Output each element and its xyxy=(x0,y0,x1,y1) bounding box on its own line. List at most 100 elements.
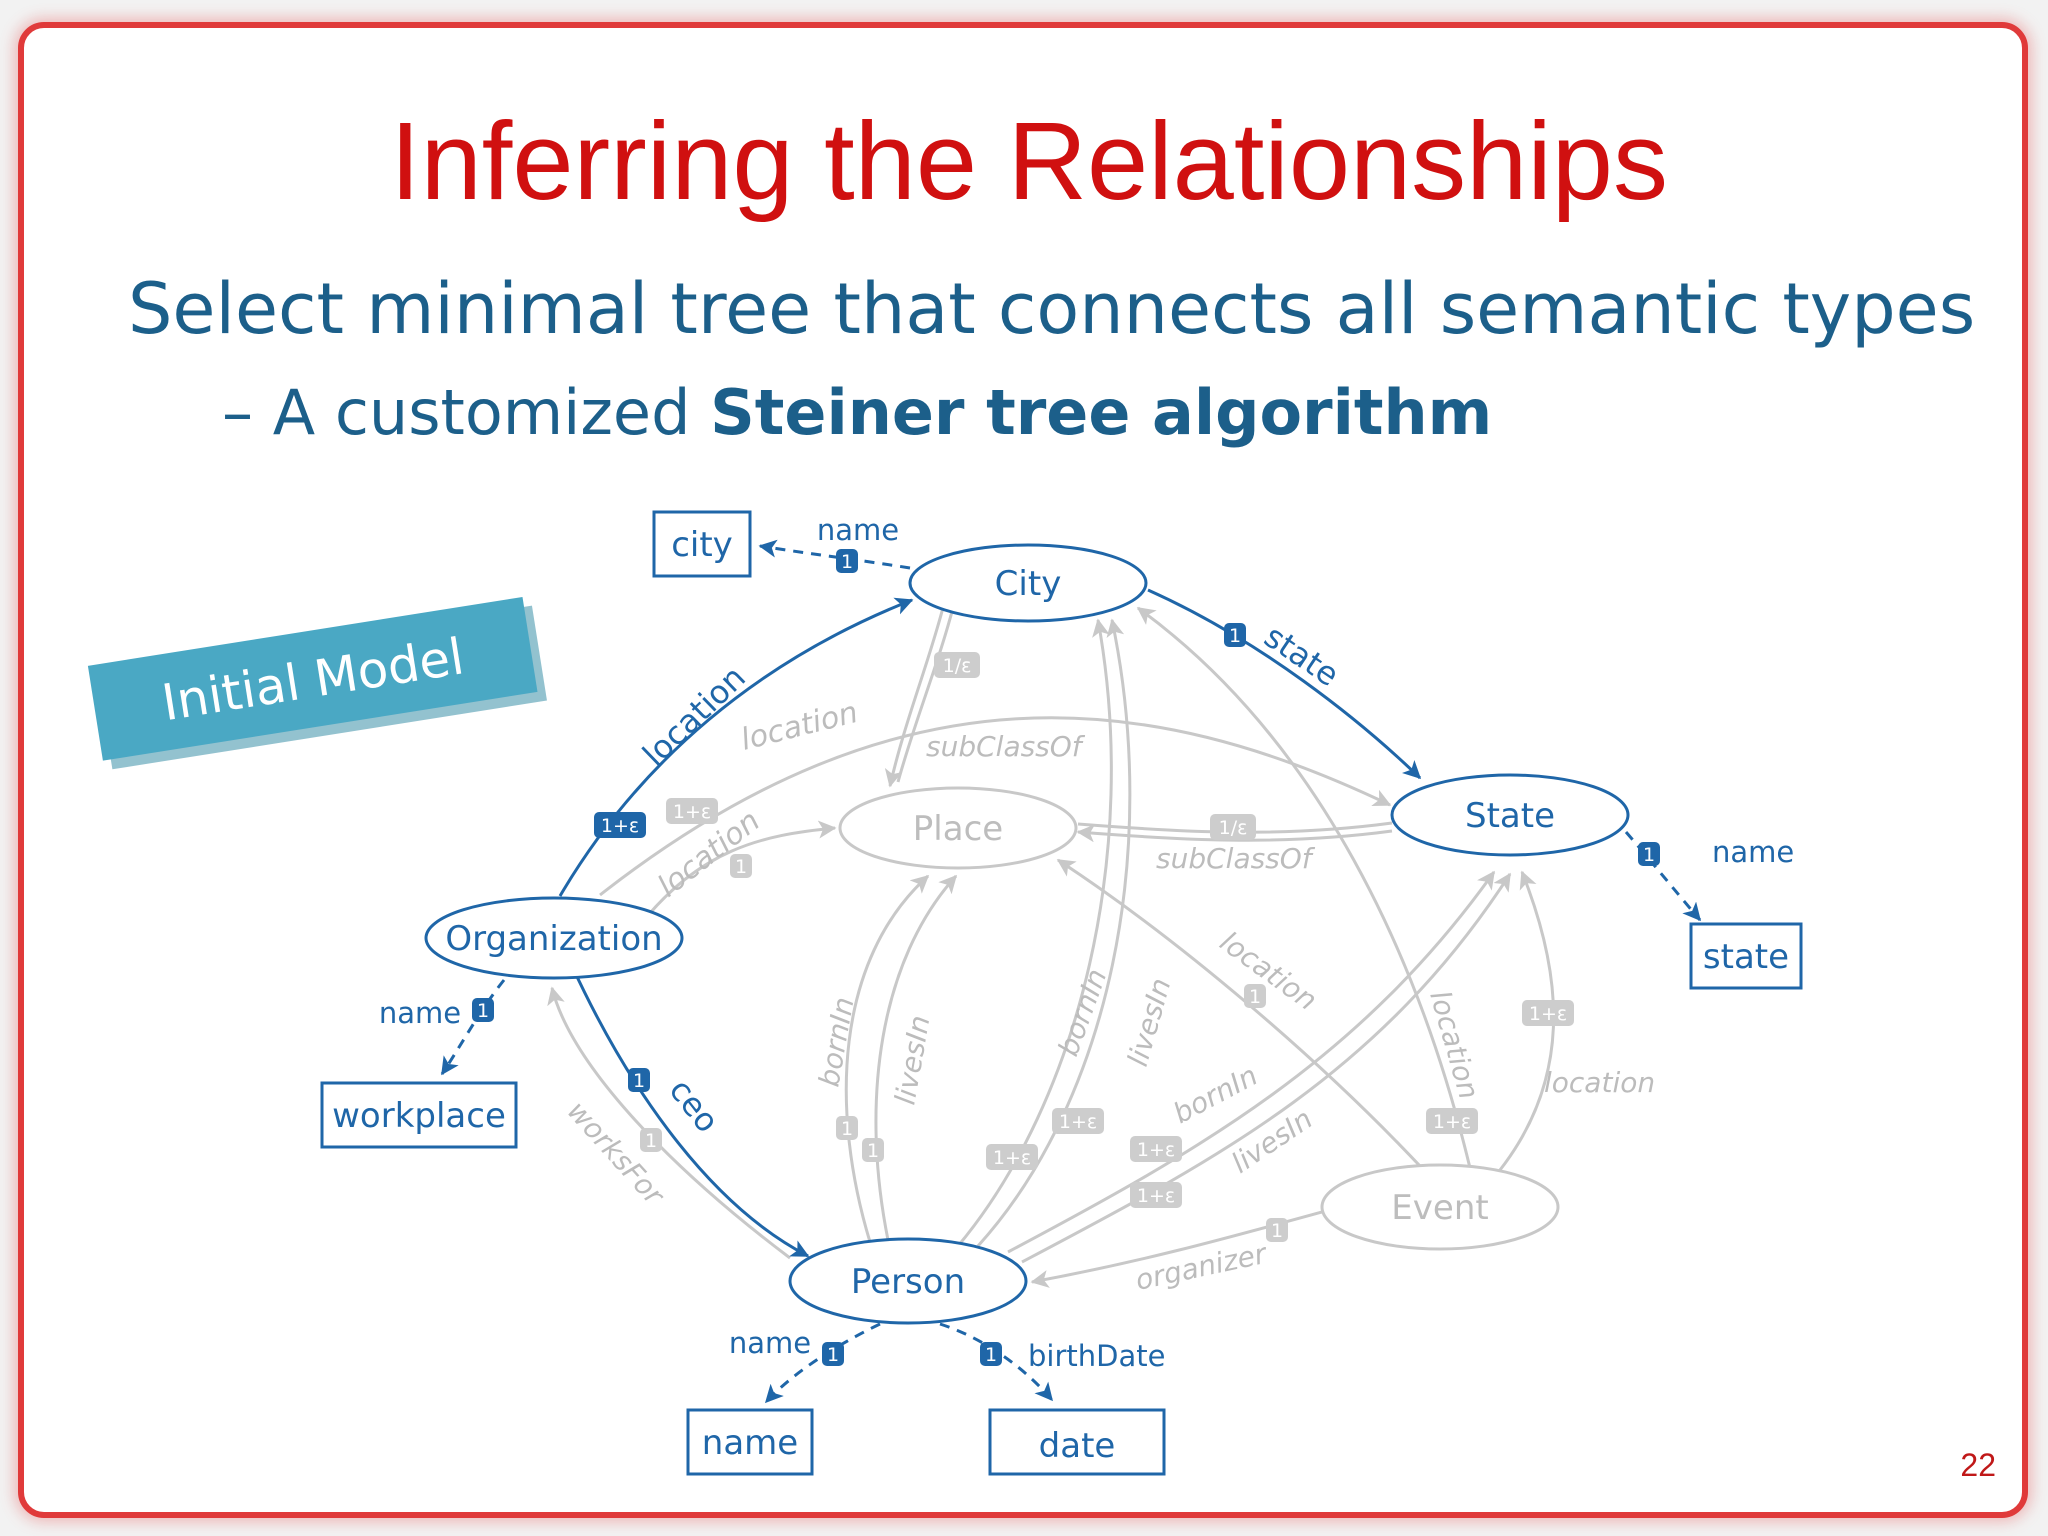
edge-city-name[interactable] xyxy=(758,539,911,570)
node-event[interactable]: Event xyxy=(1320,1163,1560,1251)
label-org-state-location: location xyxy=(737,695,861,758)
attribute-box-date[interactable]: date xyxy=(988,1408,1166,1476)
edge-person-name[interactable] xyxy=(764,1322,881,1404)
label-person-city-livesin: livesIn xyxy=(1121,974,1178,1070)
svg-text:1: 1 xyxy=(633,1070,645,1092)
weight-badge-org-city-location: 1+ε xyxy=(594,812,646,838)
edge-person-city-livesin xyxy=(976,618,1132,1248)
weight-badge-org-person-ceo: 1 xyxy=(628,1068,650,1092)
svg-text:1+ε: 1+ε xyxy=(1137,1185,1175,1207)
edge-event-city-location xyxy=(1136,606,1472,1169)
weight-badge-city-name: 1 xyxy=(836,549,858,573)
edge-person-state-livesin xyxy=(1021,872,1512,1264)
node-event-label: Event xyxy=(1391,1188,1488,1228)
svg-text:1: 1 xyxy=(477,1000,489,1022)
node-city-label: City xyxy=(995,564,1062,604)
node-state-label: State xyxy=(1465,796,1555,836)
svg-text:1: 1 xyxy=(645,1130,657,1152)
weight-badge-person-place-livesin: 1 xyxy=(862,1138,884,1162)
label-person-place-livesin: livesIn xyxy=(888,1013,936,1107)
svg-text:1/ε: 1/ε xyxy=(1219,817,1248,839)
node-person-label: Person xyxy=(851,1262,965,1302)
weight-badge-event-person-organizer: 1 xyxy=(1266,1218,1288,1242)
weight-badge-event-city-location: 1+ε xyxy=(1426,1108,1478,1134)
edge-city-state[interactable] xyxy=(1147,588,1422,780)
edge-person-birthdate[interactable] xyxy=(939,1322,1054,1402)
edge-org-state-location xyxy=(599,716,1392,897)
weight-badge-event-place-location: 1 xyxy=(1244,984,1266,1008)
label-person-state-bornin: bornIn xyxy=(1168,1059,1263,1130)
node-person[interactable]: Person xyxy=(788,1237,1028,1325)
svg-text:1: 1 xyxy=(1229,625,1241,647)
weight-badge-person-place-bornin: 1 xyxy=(836,1116,858,1140)
edge-org-name[interactable] xyxy=(440,979,506,1076)
svg-text:1: 1 xyxy=(1643,844,1655,866)
svg-text:1+ε: 1+ε xyxy=(601,815,639,837)
weight-badge-state-place-subclass: 1/ε xyxy=(1210,814,1256,840)
node-organization-label: Organization xyxy=(445,919,662,959)
edge-org-person-ceo[interactable] xyxy=(570,965,810,1258)
svg-text:1+ε: 1+ε xyxy=(1433,1111,1471,1133)
label-event-state-location: location xyxy=(1544,1066,1655,1099)
attribute-box-workplace[interactable]: workplace xyxy=(320,1081,518,1149)
weight-badge-org-place-location: 1 xyxy=(730,854,752,878)
attribute-box-name-label: name xyxy=(702,1423,798,1463)
weight-badge-person-state-livesin: 1+ε xyxy=(1130,1182,1182,1208)
edge-person-city-bornin xyxy=(956,618,1113,1247)
node-state[interactable]: State xyxy=(1390,773,1630,857)
edge-org-place-location xyxy=(638,820,837,926)
svg-text:1: 1 xyxy=(841,551,853,573)
attribute-box-workplace-label: workplace xyxy=(332,1096,506,1136)
slide: Inferring the Relationships Select minim… xyxy=(18,22,2028,1518)
svg-text:1+ε: 1+ε xyxy=(1059,1111,1097,1133)
weight-badge-state-name: 1 xyxy=(1638,842,1660,866)
svg-text:1: 1 xyxy=(1249,986,1261,1008)
svg-text:1/ε: 1/ε xyxy=(943,655,972,677)
edge-org-city-location[interactable] xyxy=(558,597,914,897)
page-number: 22 xyxy=(1960,1447,1996,1483)
edge-city-place-subclass-a xyxy=(896,599,957,783)
edge-person-place-bornin xyxy=(844,874,930,1243)
attribute-box-date-label: date xyxy=(1039,1426,1116,1466)
node-organization[interactable]: Organization xyxy=(424,896,684,980)
node-city[interactable]: City xyxy=(908,543,1148,623)
weight-badge-org-name: 1 xyxy=(472,998,494,1022)
attribute-box-name[interactable]: name xyxy=(686,1408,814,1476)
weight-badge-person-city-livesin: 1+ε xyxy=(1052,1108,1104,1134)
label-org-person-ceo: ceo xyxy=(662,1072,727,1140)
label-person-name: name xyxy=(729,1326,811,1360)
svg-text:1: 1 xyxy=(735,856,747,878)
svg-text:1: 1 xyxy=(867,1140,879,1162)
attribute-box-state[interactable]: state xyxy=(1689,922,1803,990)
bullet-main: Select minimal tree that connects all se… xyxy=(128,268,1975,350)
slide-title: Inferring the Relationships xyxy=(390,100,1668,223)
svg-text:1: 1 xyxy=(1271,1220,1283,1242)
weight-badge-person-city-bornin: 1+ε xyxy=(986,1144,1038,1170)
label-state-place-subclass: subClassOf xyxy=(1156,842,1316,875)
weight-badge-person-name: 1 xyxy=(822,1342,844,1366)
weight-badge-city-place-subclass: 1/ε xyxy=(934,652,980,678)
bullet-main-text: Select minimal tree that connects all se… xyxy=(128,268,1976,350)
bullet-sub-prefix: A customized xyxy=(272,376,711,449)
label-city-state: state xyxy=(1258,617,1346,694)
label-city-place-subclass: subClassOf xyxy=(926,730,1086,763)
svg-text:1+ε: 1+ε xyxy=(993,1147,1031,1169)
edge-state-name[interactable] xyxy=(1624,831,1702,922)
label-org-city-location: location xyxy=(635,658,753,774)
attribute-box-city[interactable]: city xyxy=(652,510,752,578)
bullet-sub: – A customized Steiner tree algorithm xyxy=(222,376,1492,449)
svg-text:1: 1 xyxy=(827,1344,839,1366)
bullet-sub-bold: Steiner tree algorithm xyxy=(710,376,1493,449)
svg-text:1+ε: 1+ε xyxy=(673,801,711,823)
node-place[interactable]: Place xyxy=(838,786,1078,870)
svg-text:1: 1 xyxy=(985,1344,997,1366)
edge-person-org-worksfor xyxy=(547,986,791,1260)
label-state-name: name xyxy=(1712,835,1794,869)
initial-model-banner: Initial Model xyxy=(87,597,547,770)
weight-badge-org-state-location: 1+ε xyxy=(666,798,718,824)
label-birthdate: birthDate xyxy=(1028,1339,1165,1373)
attribute-box-city-label: city xyxy=(671,525,733,565)
edge-person-place-livesin xyxy=(874,874,958,1241)
label-org-name: name xyxy=(379,996,461,1030)
